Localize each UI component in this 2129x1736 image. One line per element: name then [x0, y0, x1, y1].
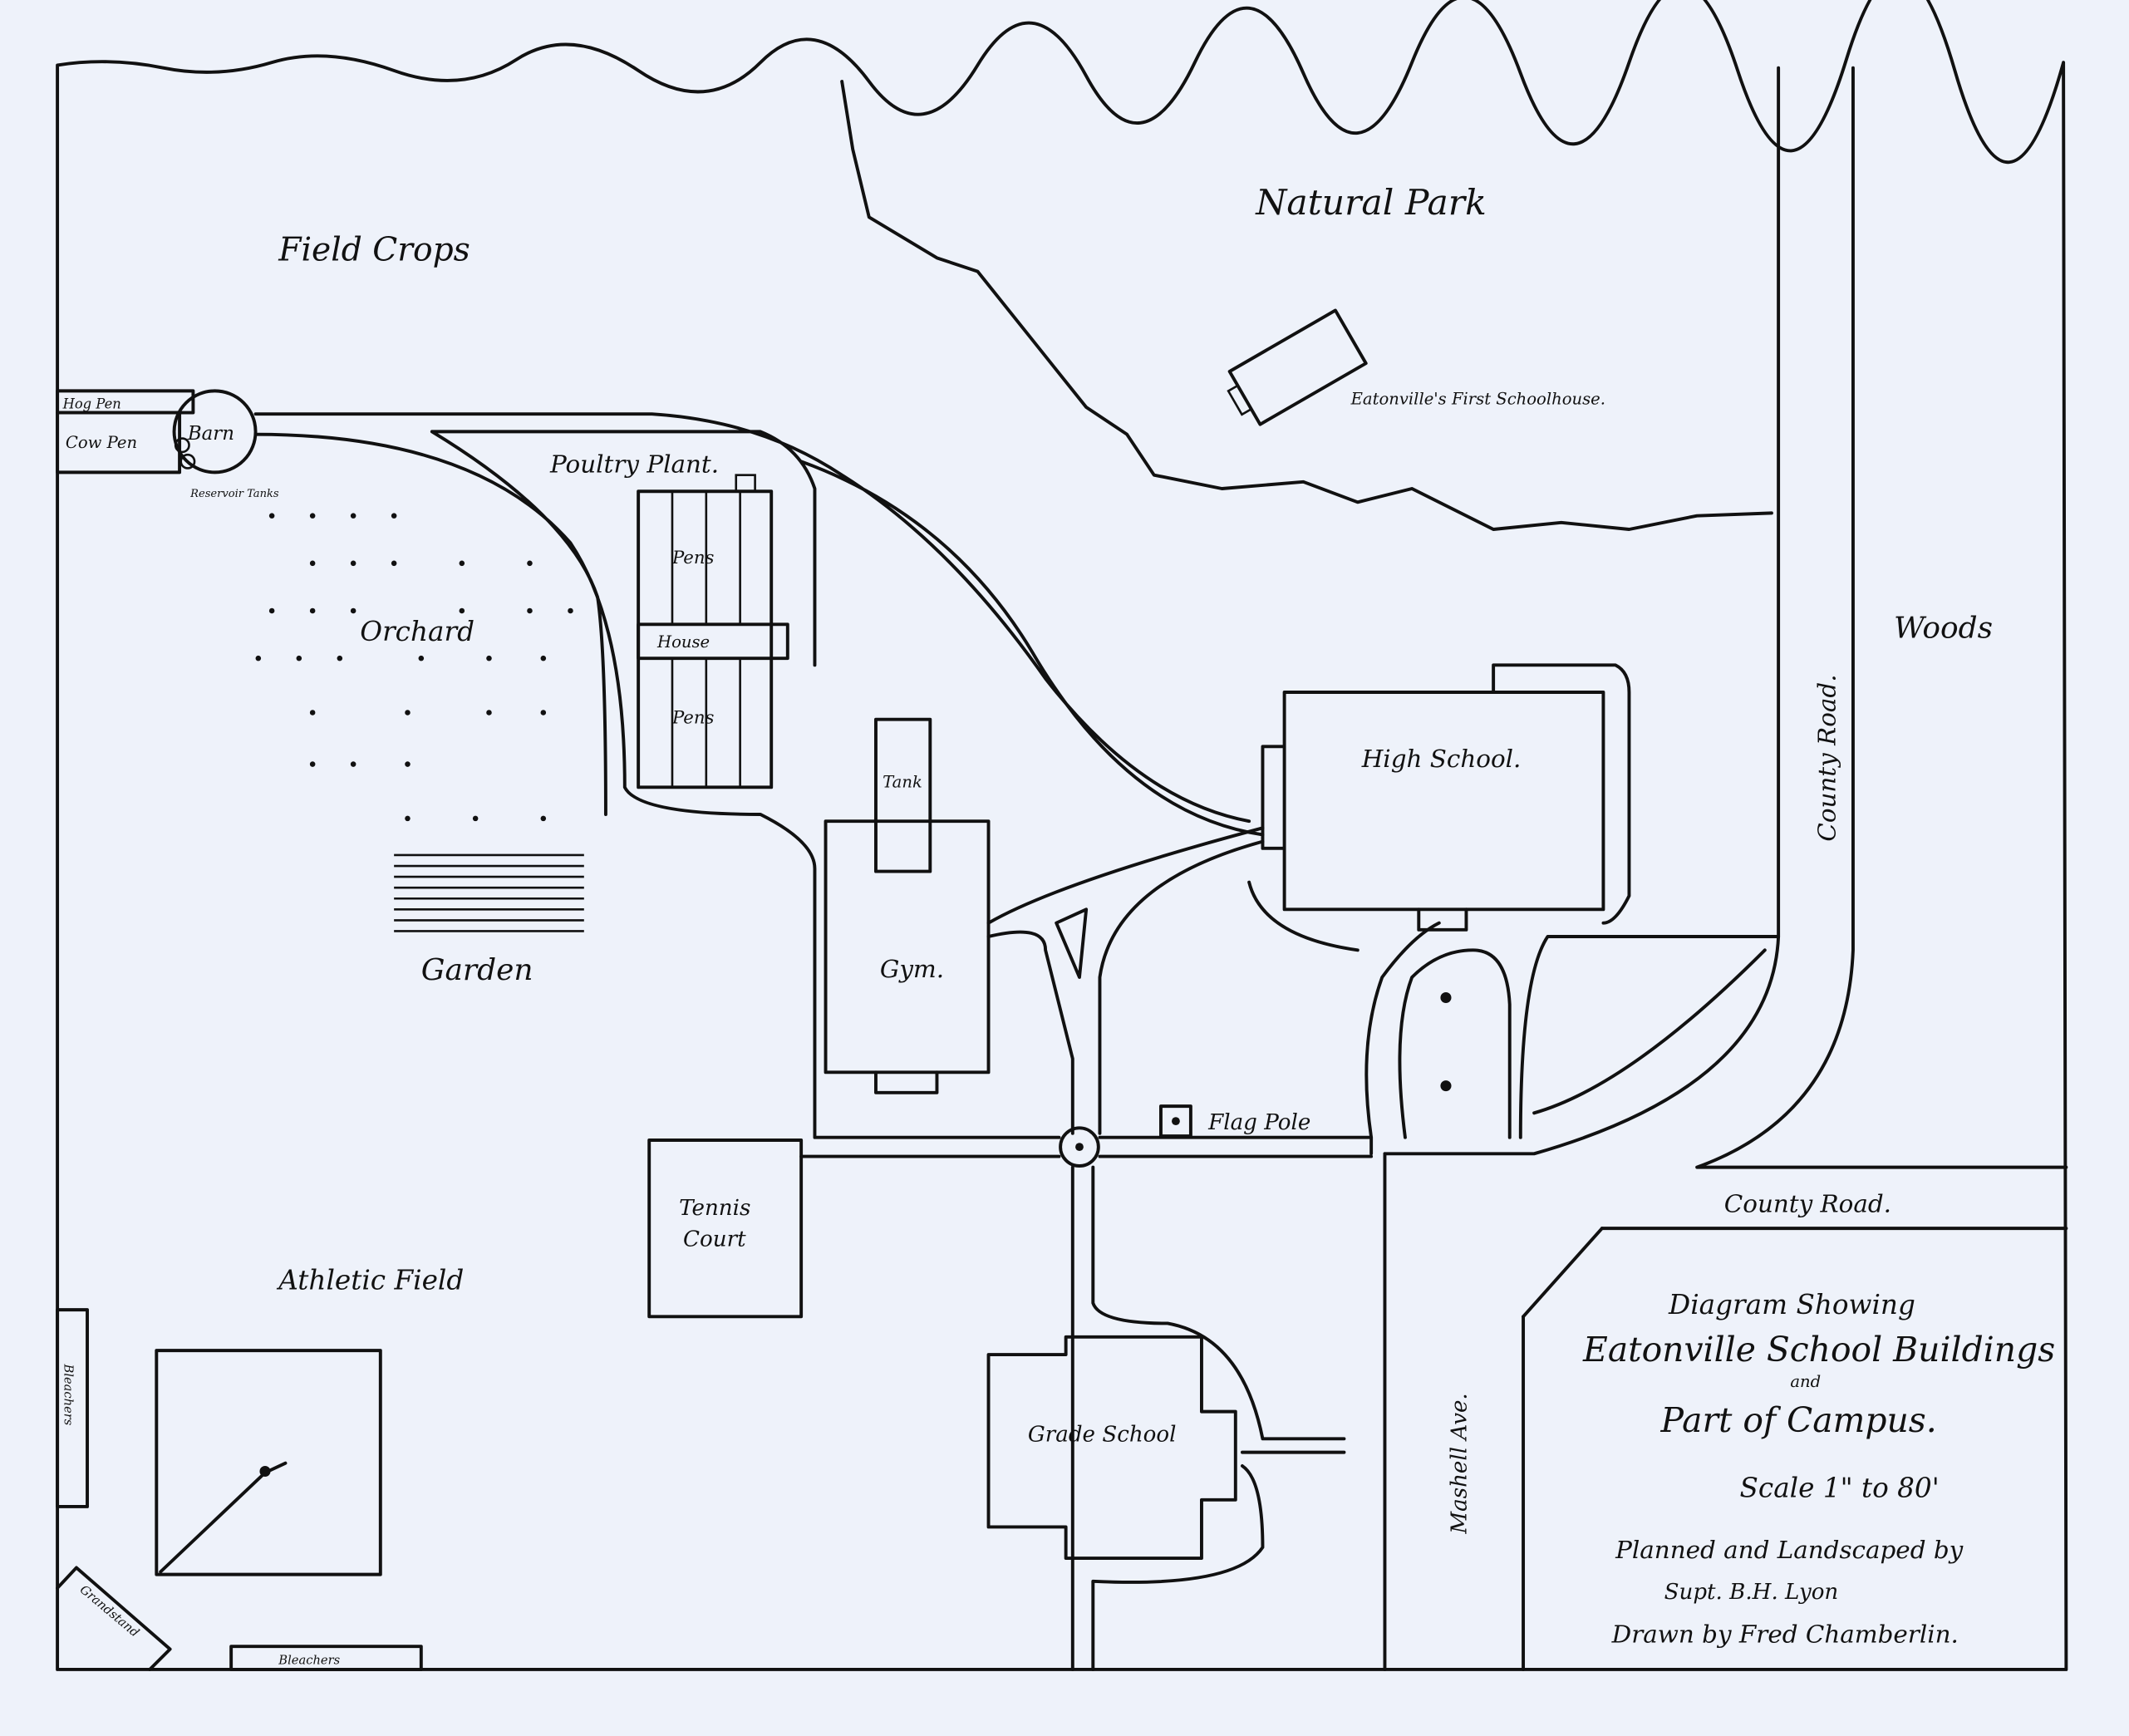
- road-south: [1070, 1165, 1346, 1671]
- label-hog-pen: Hog Pen: [62, 396, 121, 412]
- cow-pen: [56, 411, 182, 475]
- road-triangle: [986, 826, 1265, 1135]
- label-natural-park: Natural Park: [1255, 183, 1487, 224]
- bleachers-bottom: [229, 1645, 423, 1671]
- orchard-trees: [255, 513, 573, 822]
- barn: [172, 389, 258, 475]
- road-north: [253, 412, 1265, 1139]
- title-line-1: Diagram Showing: [1668, 1289, 1915, 1320]
- label-pens-bottom: Pens: [671, 708, 715, 729]
- label-poultry-plant: Poultry Plant.: [549, 450, 719, 478]
- credit-line-1: Planned and Landscaped by: [1615, 1536, 1964, 1564]
- tennis-court: [647, 1138, 804, 1319]
- label-bleachers-left: Bleachers: [61, 1363, 75, 1425]
- label-high-school: High School.: [1361, 745, 1522, 773]
- athletic-field: [155, 1349, 382, 1576]
- label-orchard: Orchard: [360, 616, 474, 647]
- tank: [874, 717, 932, 873]
- label-grade-school: Grade School: [1028, 1423, 1177, 1448]
- legend-box: [1522, 1227, 1604, 1319]
- grandstand: [56, 1566, 172, 1671]
- label-first-schoolhouse: Eatonville's First Schoolhouse.: [1350, 390, 1605, 409]
- tank-icon: [179, 453, 196, 470]
- label-county-road-vertical: County Road.: [1813, 674, 1841, 841]
- credit-line-3: Drawn by Fred Chamberlin.: [1611, 1620, 1959, 1648]
- map-border: [56, 0, 2068, 1671]
- natural-park-boundary: [840, 80, 1773, 531]
- traffic-circle: [1059, 1126, 1100, 1168]
- label-mashell-ave: Mashell Ave.: [1447, 1393, 1472, 1534]
- credit-line-2: Supt. B.H. Lyon: [1664, 1580, 1839, 1605]
- garden-rows: [394, 853, 584, 932]
- tank-icon: [174, 437, 190, 454]
- label-woods: Woods: [1894, 612, 1993, 646]
- label-bleachers-bottom: Bleachers: [278, 1653, 340, 1667]
- label-county-road-horizontal: County Road.: [1724, 1190, 1891, 1218]
- county-road: [1383, 66, 2068, 1231]
- grade-school: [986, 1335, 1237, 1560]
- gym: [824, 819, 991, 1075]
- label-house: House: [656, 632, 710, 652]
- label-athletic-field: Athletic Field: [276, 1265, 464, 1296]
- label-court: Court: [683, 1227, 746, 1252]
- label-cow-pen: Cow Pen: [66, 433, 137, 452]
- mashell-ave: [1383, 1152, 1526, 1671]
- label-pens-top: Pens: [671, 548, 715, 568]
- label-garden: Garden: [421, 953, 533, 987]
- label-tank: Tank: [883, 772, 922, 791]
- label-gym: Gym.: [880, 955, 944, 983]
- label-flag-pole: Flag Pole: [1207, 1110, 1310, 1135]
- title-line-3: and: [1790, 1372, 1821, 1391]
- scale-text: Scale 1" to 80': [1740, 1473, 1940, 1504]
- title-line-2: Eatonville School Buildings: [1582, 1330, 2055, 1370]
- label-grandstand: Grandstand: [77, 1582, 142, 1640]
- road-east: [799, 880, 1781, 1158]
- title-block: Diagram Showing Eatonville School Buildi…: [1582, 1289, 2055, 1648]
- flag-pole-icon: [1159, 1104, 1192, 1138]
- label-tanks: Reservoir Tanks: [189, 488, 279, 500]
- label-barn: Barn: [187, 423, 234, 445]
- poultry-plant: [637, 474, 789, 789]
- first-schoolhouse-icon: [1227, 308, 1368, 426]
- title-line-4: Part of Campus.: [1660, 1400, 1937, 1440]
- label-tennis: Tennis: [679, 1196, 750, 1221]
- high-school: [1282, 691, 1605, 912]
- label-field-crops: Field Crops: [278, 232, 470, 269]
- bleachers-left: [56, 1308, 89, 1508]
